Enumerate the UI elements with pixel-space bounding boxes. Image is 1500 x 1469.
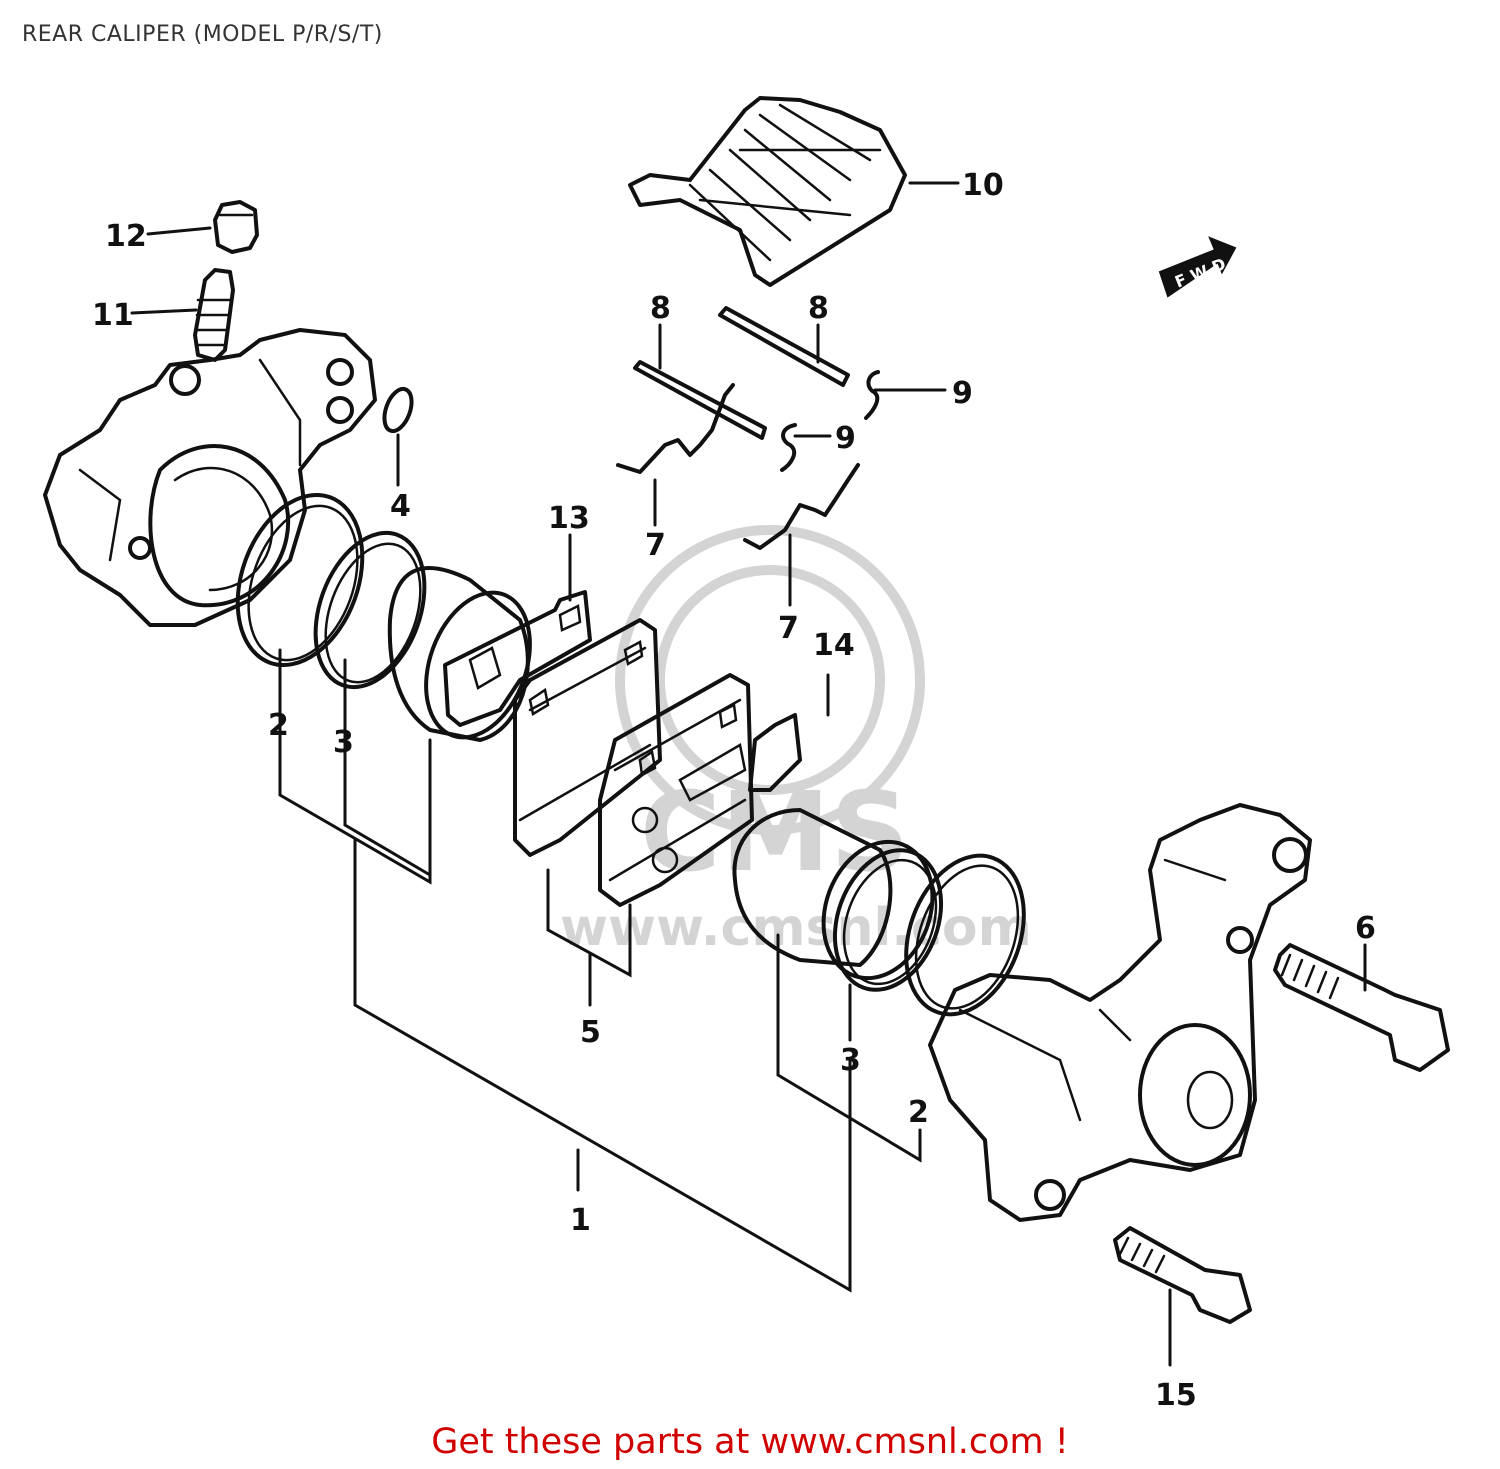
bushing bbox=[382, 386, 414, 434]
footer-parts-link[interactable]: Get these parts at www.cmsnl.com ! bbox=[431, 1422, 1069, 1462]
callout-2-right: 2 bbox=[908, 1095, 929, 1130]
brake-pad-inner bbox=[513, 618, 662, 857]
watermark-url: www.cmsnl.com bbox=[560, 898, 1032, 958]
callout-13: 13 bbox=[548, 501, 590, 536]
pad-shim bbox=[443, 590, 592, 727]
callout-3-left: 3 bbox=[333, 725, 354, 760]
callout-12: 12 bbox=[105, 219, 147, 254]
callout-11: 11 bbox=[92, 298, 134, 333]
callout-3-right: 3 bbox=[840, 1043, 861, 1078]
bleeder-cap bbox=[213, 200, 259, 254]
callout-10: 10 bbox=[962, 168, 1004, 203]
callout-14: 14 bbox=[813, 628, 855, 663]
dust-seal-left bbox=[235, 492, 365, 668]
callout-9-lower: 9 bbox=[835, 421, 856, 456]
brake-pad-outer bbox=[598, 673, 754, 907]
callout-7-left: 7 bbox=[645, 528, 666, 563]
page-title: REAR CALIPER (MODEL P/R/S/T) bbox=[22, 22, 383, 47]
callout-2-left: 2 bbox=[268, 708, 289, 743]
caliper-mounting-bolt bbox=[1273, 943, 1450, 1072]
pad-pin-b bbox=[718, 306, 850, 387]
leader-lines bbox=[130, 181, 1367, 1367]
caliper-housing-left bbox=[43, 328, 377, 627]
direction-arrow-icon: F W D bbox=[1158, 236, 1237, 298]
caliper-housing-right bbox=[928, 803, 1312, 1222]
piston-seal-right bbox=[832, 848, 944, 992]
pin-clip-b bbox=[864, 370, 880, 420]
pad-shim-right bbox=[748, 713, 802, 792]
caliper-bolt-lower bbox=[1113, 1226, 1252, 1324]
callouts: 1 2 2 3 3 4 5 6 7 7 8 8 9 9 10 11 12 13 … bbox=[92, 168, 1376, 1413]
piston-left bbox=[387, 566, 532, 742]
bleeder-valve bbox=[193, 268, 235, 362]
callout-7-right: 7 bbox=[778, 611, 799, 646]
callout-1: 1 bbox=[570, 1203, 591, 1238]
callout-4: 4 bbox=[390, 489, 411, 524]
callout-8-left: 8 bbox=[650, 291, 671, 326]
callout-9-upper: 9 bbox=[952, 376, 973, 411]
callout-15: 15 bbox=[1155, 1378, 1197, 1413]
pad-cover bbox=[628, 96, 907, 287]
watermark: CMS www.cmsnl.com bbox=[560, 525, 1032, 958]
pad-pin-a bbox=[633, 360, 767, 440]
pad-spring-a bbox=[616, 383, 735, 474]
callout-6: 6 bbox=[1355, 911, 1376, 946]
pin-clip-a bbox=[780, 423, 797, 472]
piston-right bbox=[732, 808, 935, 981]
callout-5: 5 bbox=[580, 1015, 601, 1050]
pad-spring-b bbox=[743, 463, 860, 550]
piston-seal-left bbox=[313, 530, 427, 690]
callout-8-right: 8 bbox=[808, 291, 829, 326]
dust-seal-right bbox=[904, 853, 1026, 1017]
